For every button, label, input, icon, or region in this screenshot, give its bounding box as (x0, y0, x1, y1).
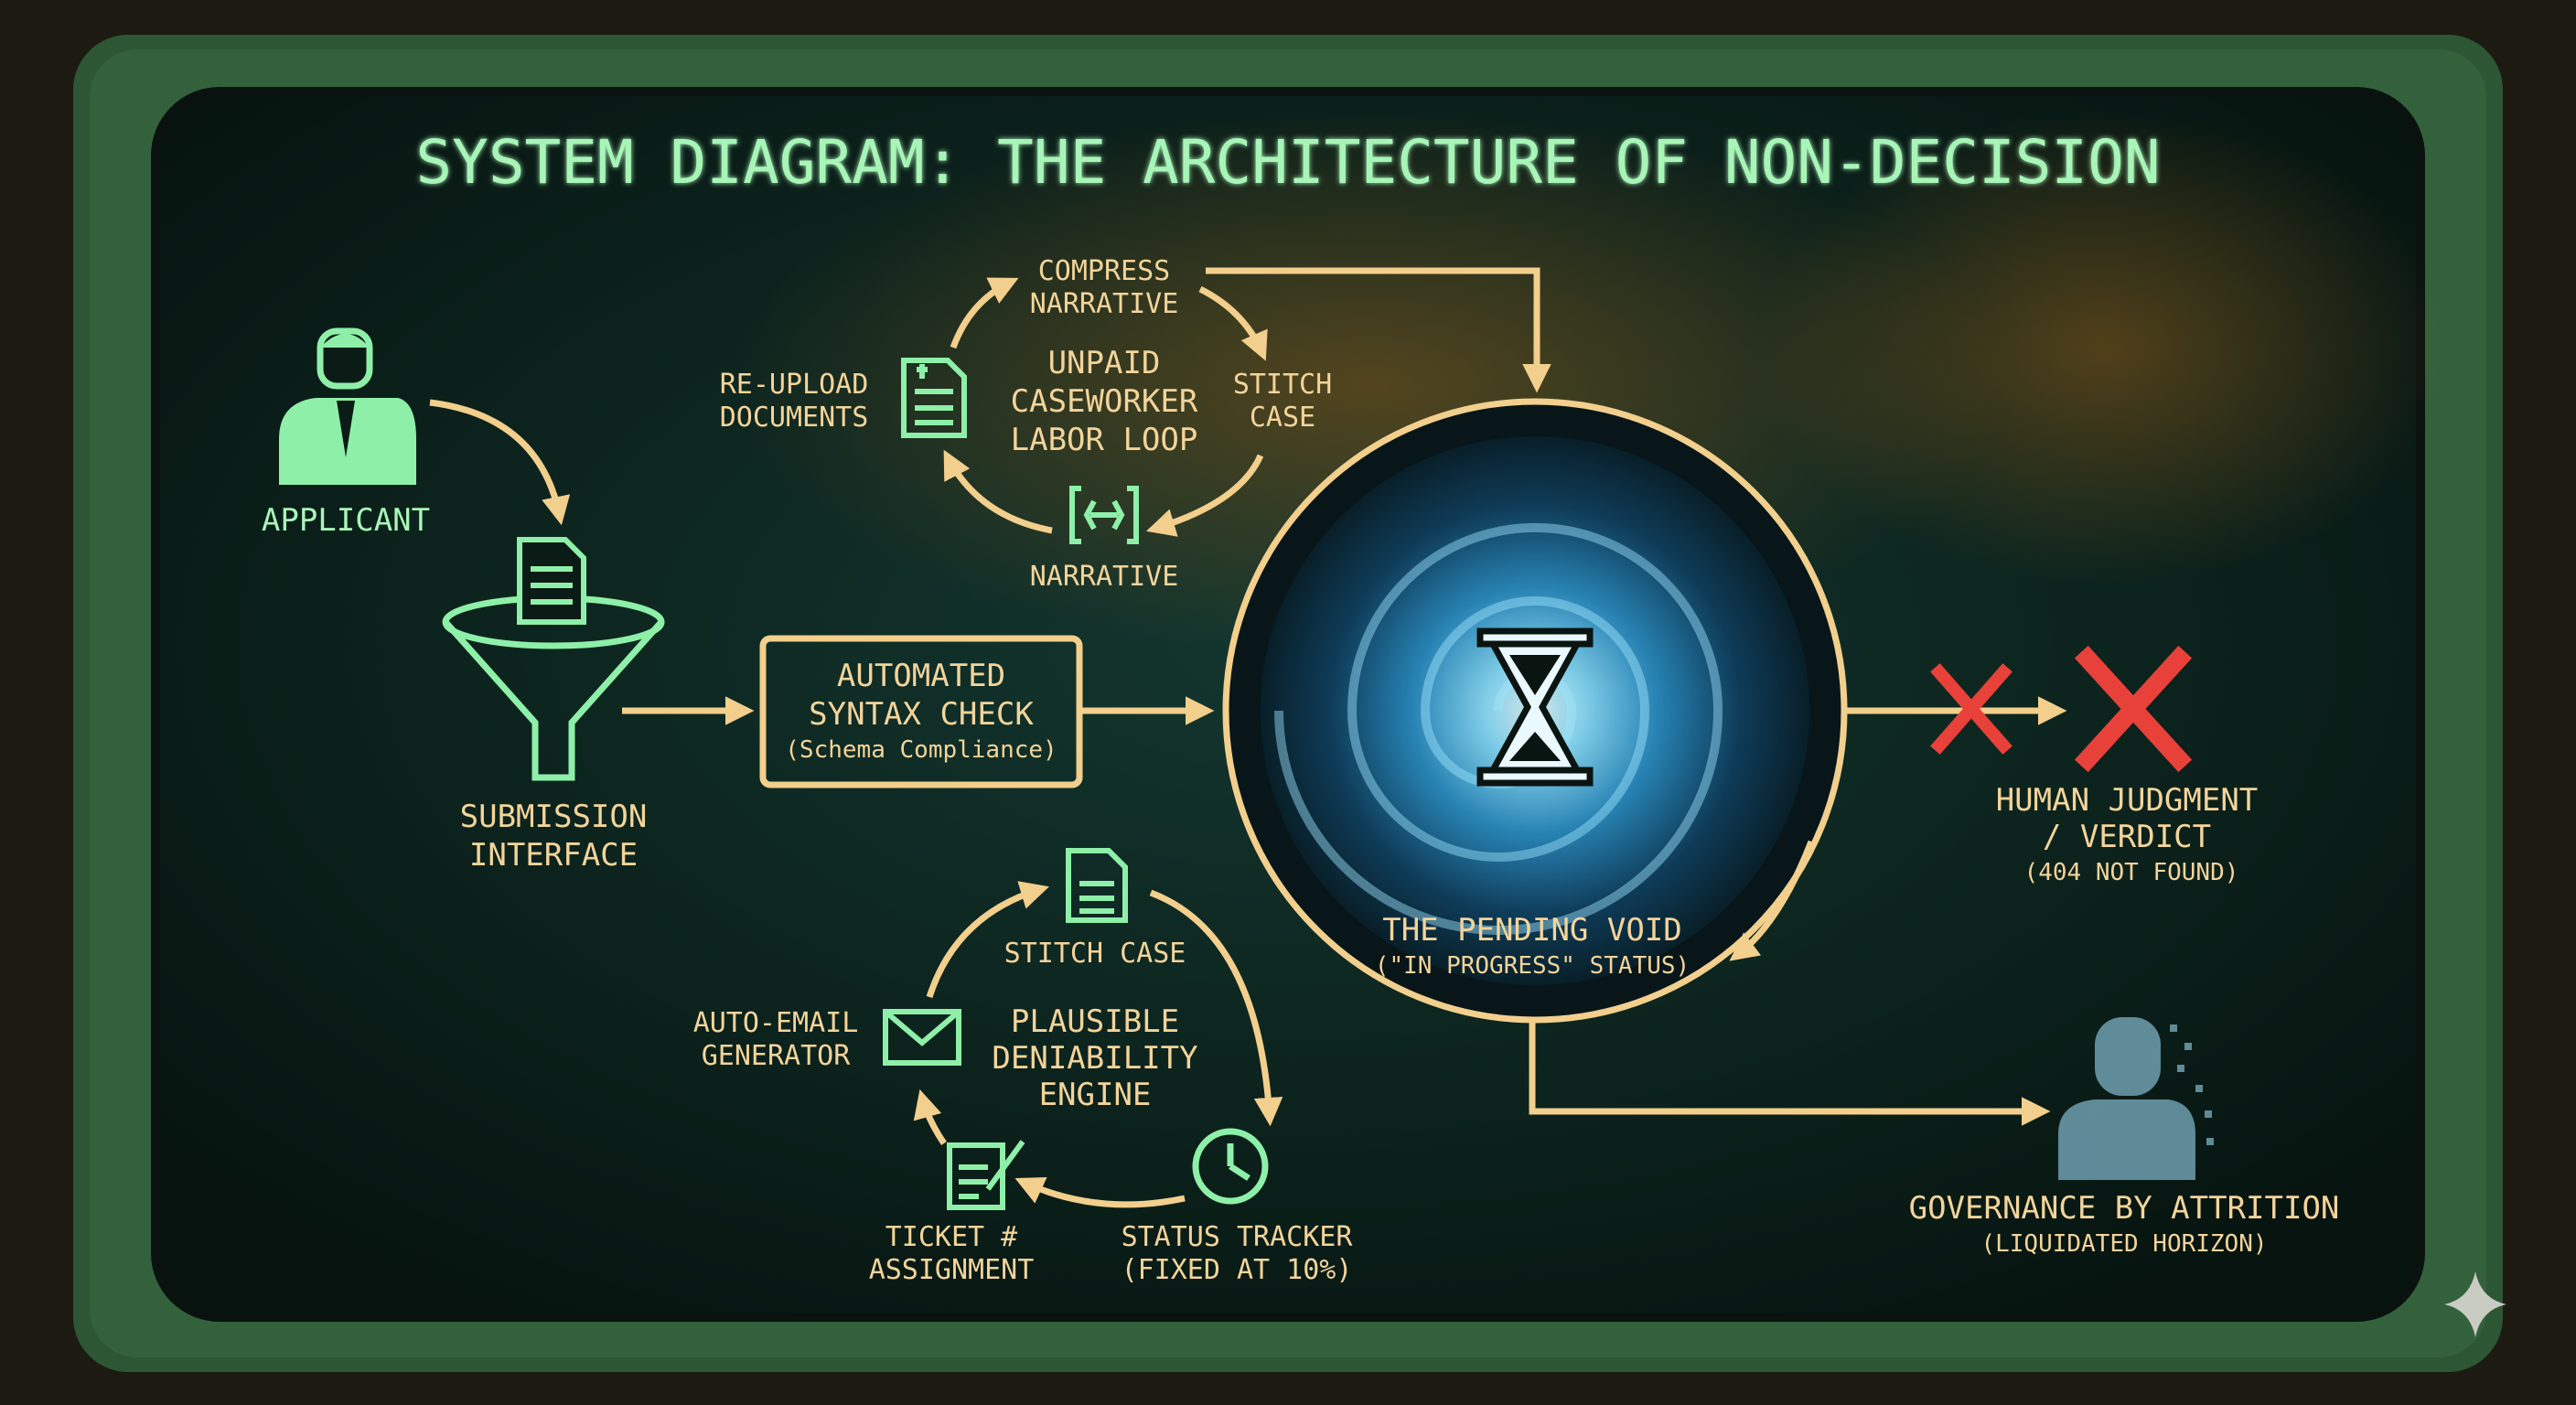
arrow-void-return (1729, 840, 1815, 961)
arrow-applicant-submission (429, 399, 571, 526)
void-label-1: THE PENDING VOID (1382, 912, 1682, 949)
deniability-loop: PLAUSIBLE DENIABILITY ENGINE STITCH CASE… (693, 848, 1354, 1286)
arrow-loop-void (1206, 267, 1551, 393)
compress-label-2: NARRATIVE (1030, 288, 1179, 320)
loop-arrow-2 (1198, 285, 1268, 361)
loop-arrow-1 (950, 277, 1019, 349)
labor-loop-center-2: CASEWORKER (1011, 383, 1198, 420)
syntax-label-3: (Schema Compliance) (785, 736, 1057, 764)
status-label-2: (FIXED AT 10%) (1122, 1254, 1353, 1286)
deniability-arrow-3 (1014, 1176, 1186, 1208)
deniability-center-2: DENIABILITY (992, 1040, 1197, 1077)
verdict-label-2: / VERDICT (2043, 819, 2211, 855)
attrition-label-1: GOVERNANCE BY ATTRITION (1909, 1190, 2340, 1227)
applicant-label: APPLICANT (262, 502, 430, 539)
verdict-label-1: HUMAN JUDGMENT (1996, 782, 2259, 819)
arrow-void-attrition (1529, 1020, 2051, 1126)
stitch-case-label: STITCH CASE (1004, 938, 1186, 970)
deniability-arrow-1 (926, 881, 1050, 999)
document-icon (901, 358, 967, 438)
x-mark-icon (1930, 663, 2012, 755)
email-label-1: AUTO-EMAIL (693, 1007, 859, 1039)
envelope-icon (883, 1009, 961, 1066)
void-label-2: ("IN PROGRESS" STATUS) (1375, 952, 1690, 980)
deniability-center-1: PLAUSIBLE (1011, 1003, 1179, 1040)
email-label-2: GENERATOR (702, 1040, 851, 1072)
hourglass-icon (1476, 627, 1594, 787)
notepad-icon (947, 1140, 1025, 1210)
document-icon (1066, 848, 1128, 923)
status-label-1: STATUS TRACKER (1122, 1221, 1354, 1253)
loop-arrow-3 (1145, 454, 1264, 537)
clock-icon (1192, 1128, 1269, 1205)
person-icon (279, 327, 416, 485)
bracket-icon (1069, 486, 1139, 544)
submission-label-1: SUBMISSION (460, 799, 648, 835)
stitch-label-1: STITCH (1233, 369, 1332, 401)
labor-loop: UNPAID CASEWORKER LABOR LOOP COMPRESS NA… (720, 255, 1332, 593)
reupload-label-1: RE-UPLOAD (720, 369, 869, 401)
ticket-label-2: ASSIGNMENT (869, 1254, 1035, 1286)
ticket-label-1: TICKET # (886, 1221, 1018, 1253)
x-mark-icon (2074, 645, 2193, 773)
labor-loop-center-3: LABOR LOOP (1011, 422, 1198, 458)
syntax-label-1: AUTOMATED (837, 658, 1005, 694)
attrition-label-2: (LIQUIDATED HORIZON) (1980, 1230, 2267, 1258)
reupload-label-2: DOCUMENTS (720, 402, 869, 434)
sparkle-icon (2444, 1271, 2506, 1337)
document-icon (517, 537, 586, 625)
applicant-node (279, 327, 416, 485)
deniability-center-3: ENGINE (1039, 1077, 1152, 1113)
deniability-arrow-4 (913, 1089, 947, 1145)
stitch-label-2: CASE (1250, 402, 1315, 434)
loop-arrow-4 (943, 449, 1053, 534)
dissolving-person-icon (2058, 1017, 2214, 1180)
verdict-label-3: (404 NOT FOUND) (2024, 859, 2239, 886)
labor-loop-center-1: UNPAID (1048, 345, 1161, 381)
syntax-label-2: SYNTAX CHECK (809, 696, 1034, 733)
deniability-arrow-2 (1149, 889, 1283, 1127)
page-title: SYSTEM DIAGRAM: THE ARCHITECTURE OF NON-… (415, 127, 2160, 198)
compress-label-1: COMPRESS (1038, 255, 1171, 287)
submission-label-2: INTERFACE (469, 837, 638, 874)
narrative-label: NARRATIVE (1030, 561, 1179, 593)
